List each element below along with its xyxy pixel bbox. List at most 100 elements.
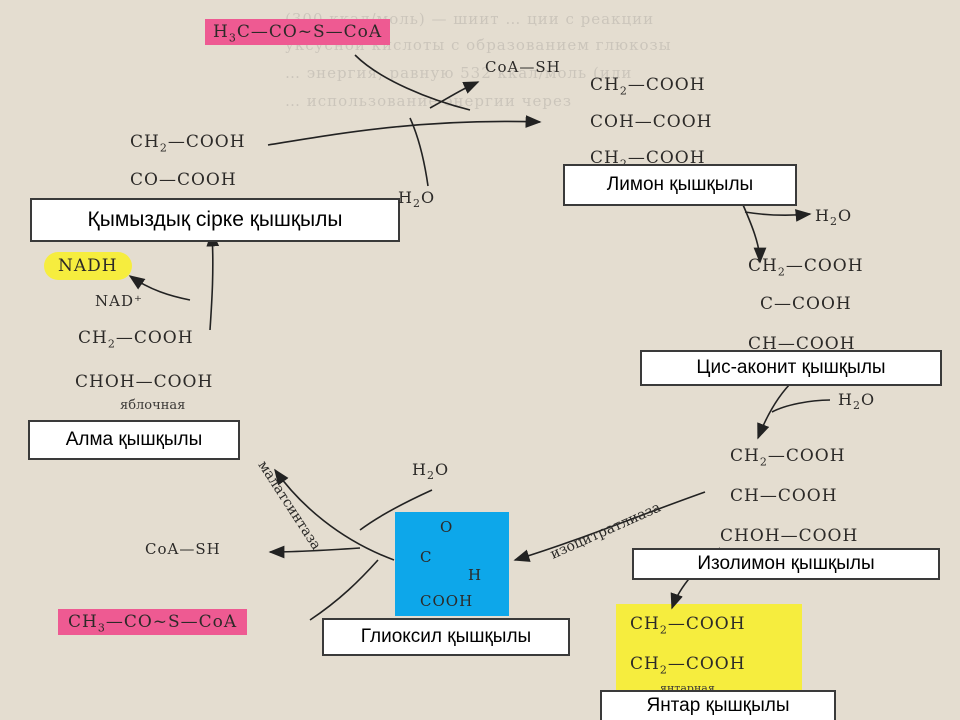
formula-text: O	[860, 390, 876, 409]
arrow-h2o-in-2	[771, 399, 831, 413]
formula-text: —CO~S—CoA	[105, 612, 238, 632]
label-succinate: Янтар қышқылы	[600, 690, 836, 720]
isocitrate-line-3: CHOH—COOH	[720, 526, 859, 546]
malate-line-1: CH2—COOH	[78, 328, 194, 350]
formula-text: —COOH	[167, 132, 246, 152]
h2o-top: H2O	[398, 188, 435, 210]
formula-text: H	[838, 390, 853, 409]
formula-sub: 2	[759, 455, 768, 469]
succinate-highlight	[616, 604, 802, 692]
arrow-coash-out-2	[268, 545, 361, 559]
oxaloacetate-line-2: CO—COOH	[130, 170, 237, 190]
citrate-line-2: COH—COOH	[590, 112, 713, 132]
arrow-glyoxylate-to-malate	[274, 468, 395, 561]
formula-text: —COOH	[785, 256, 864, 276]
arrow-isocitrate-to-glyoxylate	[513, 491, 706, 562]
h2o-right-2: H2O	[838, 390, 875, 412]
arrow-acetylcoa-bottom	[309, 559, 379, 621]
formula-sub: 2	[852, 399, 861, 413]
acetyl-coa-bottom-highlight: CH3—CO~S—CoA	[58, 609, 248, 635]
arrow-aconitate-to-isocitrate	[757, 383, 791, 440]
formula-text: —COOH	[667, 654, 746, 674]
oxaloacetate-line-1: CH2—COOH	[130, 132, 246, 154]
nad-plus: NAD⁺	[95, 292, 143, 310]
arrow-h2o-in-3	[359, 489, 433, 531]
formula-text: —COOH	[667, 614, 746, 634]
formula-text: —COOH	[115, 328, 194, 348]
formula-sub: 2	[777, 265, 786, 279]
glyoxylate-cooh: COOH	[420, 592, 474, 610]
arrow-citrate-to-aconitate	[739, 197, 767, 264]
isocitrate-line-1: CH2—COOH	[730, 446, 846, 468]
acetyl-coa-top-highlight: H3C—CO~S—CoA	[205, 19, 391, 45]
aconitate-line-2: C—COOH	[760, 294, 852, 314]
arrow-nadh-out	[128, 275, 191, 301]
formula-text: CH	[748, 256, 778, 276]
citrate-line-3: CH2—COOH	[590, 148, 706, 170]
glyoxylate-o: O	[440, 518, 454, 536]
arrow-h2o-in	[409, 117, 429, 187]
glyoxylate-highlight	[395, 512, 509, 616]
formula-sub: 2	[107, 337, 116, 351]
formula-text: CH	[68, 612, 98, 632]
label-malate: Алма қышқылы	[28, 420, 240, 460]
formula-text: CH	[590, 75, 620, 95]
label-isocitrate: Изолимон қышқылы	[632, 548, 940, 580]
formula-text: CH	[630, 614, 660, 634]
h2o-right-1: H2O	[815, 206, 852, 228]
formula-text: H	[213, 22, 229, 42]
malate-small-label: яблочная	[120, 398, 186, 413]
label-cis-aconitate: Цис-аконит қышқылы	[640, 350, 942, 386]
arrow-oaa-to-citrate	[267, 115, 542, 146]
formula-sub: 3	[228, 31, 237, 45]
acetyl-coa-bottom-formula: CH3—CO~S—CoA	[58, 609, 248, 635]
arrow-acetylcoa-in	[354, 54, 471, 111]
acetyl-coa-top-formula: H3C—CO~S—CoA	[205, 19, 391, 45]
arrow-coash-out	[429, 81, 480, 109]
formula-text: CH	[130, 132, 160, 152]
formula-text: CH	[630, 654, 660, 674]
formula-text: O	[420, 188, 436, 207]
coa-sh-bottom: CoA—SH	[145, 540, 221, 558]
glyoxylate-c: C	[420, 548, 433, 566]
formula-text: —COOH	[767, 446, 846, 466]
formula-text: H	[412, 460, 427, 479]
glyoxylate-h: H	[468, 566, 483, 584]
succinate-line-1: CH2—COOH	[630, 614, 746, 636]
label-citrate: Лимон қышқылы	[563, 164, 797, 206]
formula-text: —COOH	[627, 148, 706, 168]
bg-line: … использование энергии через	[285, 92, 573, 110]
aconitate-line-3: CH—COOH	[748, 334, 856, 354]
formula-sub: 2	[619, 84, 628, 98]
formula-text: CH	[78, 328, 108, 348]
aconitate-line-1: CH2—COOH	[748, 256, 864, 278]
formula-sub: 2	[829, 215, 838, 229]
nadh-badge: NADH	[44, 252, 132, 280]
formula-text: CH	[590, 148, 620, 168]
citrate-line-1: CH2—COOH	[590, 75, 706, 97]
isocitrate-line-2: CH—COOH	[730, 486, 838, 506]
formula-text: H	[398, 188, 413, 207]
formula-sub: 2	[426, 469, 435, 483]
arrow-malate-to-oaa	[206, 230, 220, 331]
label-oxaloacetate: Қымыздық сірке қышқылы	[30, 198, 400, 242]
malate-line-2: CHOH—COOH	[75, 372, 214, 392]
formula-text: C—CO~S—CoA	[236, 22, 383, 42]
formula-sub: 2	[159, 141, 168, 155]
h2o-mid: H2O	[412, 460, 449, 482]
formula-text: H	[815, 206, 830, 225]
formula-sub: 2	[620, 157, 628, 170]
formula-sub: 2	[412, 197, 421, 211]
succinate-line-2: CH2—COOH	[630, 654, 746, 676]
formula-text: O	[434, 460, 450, 479]
formula-sub: 3	[97, 621, 106, 635]
arrow-h2o-out	[744, 209, 812, 222]
formula-text: CH	[730, 446, 760, 466]
formula-sub: 2	[659, 623, 668, 637]
coa-sh-top: CoA—SH	[485, 58, 561, 76]
formula-sub: 2	[659, 663, 668, 677]
formula-text: —COOH	[627, 75, 706, 95]
formula-text: O	[837, 206, 853, 225]
